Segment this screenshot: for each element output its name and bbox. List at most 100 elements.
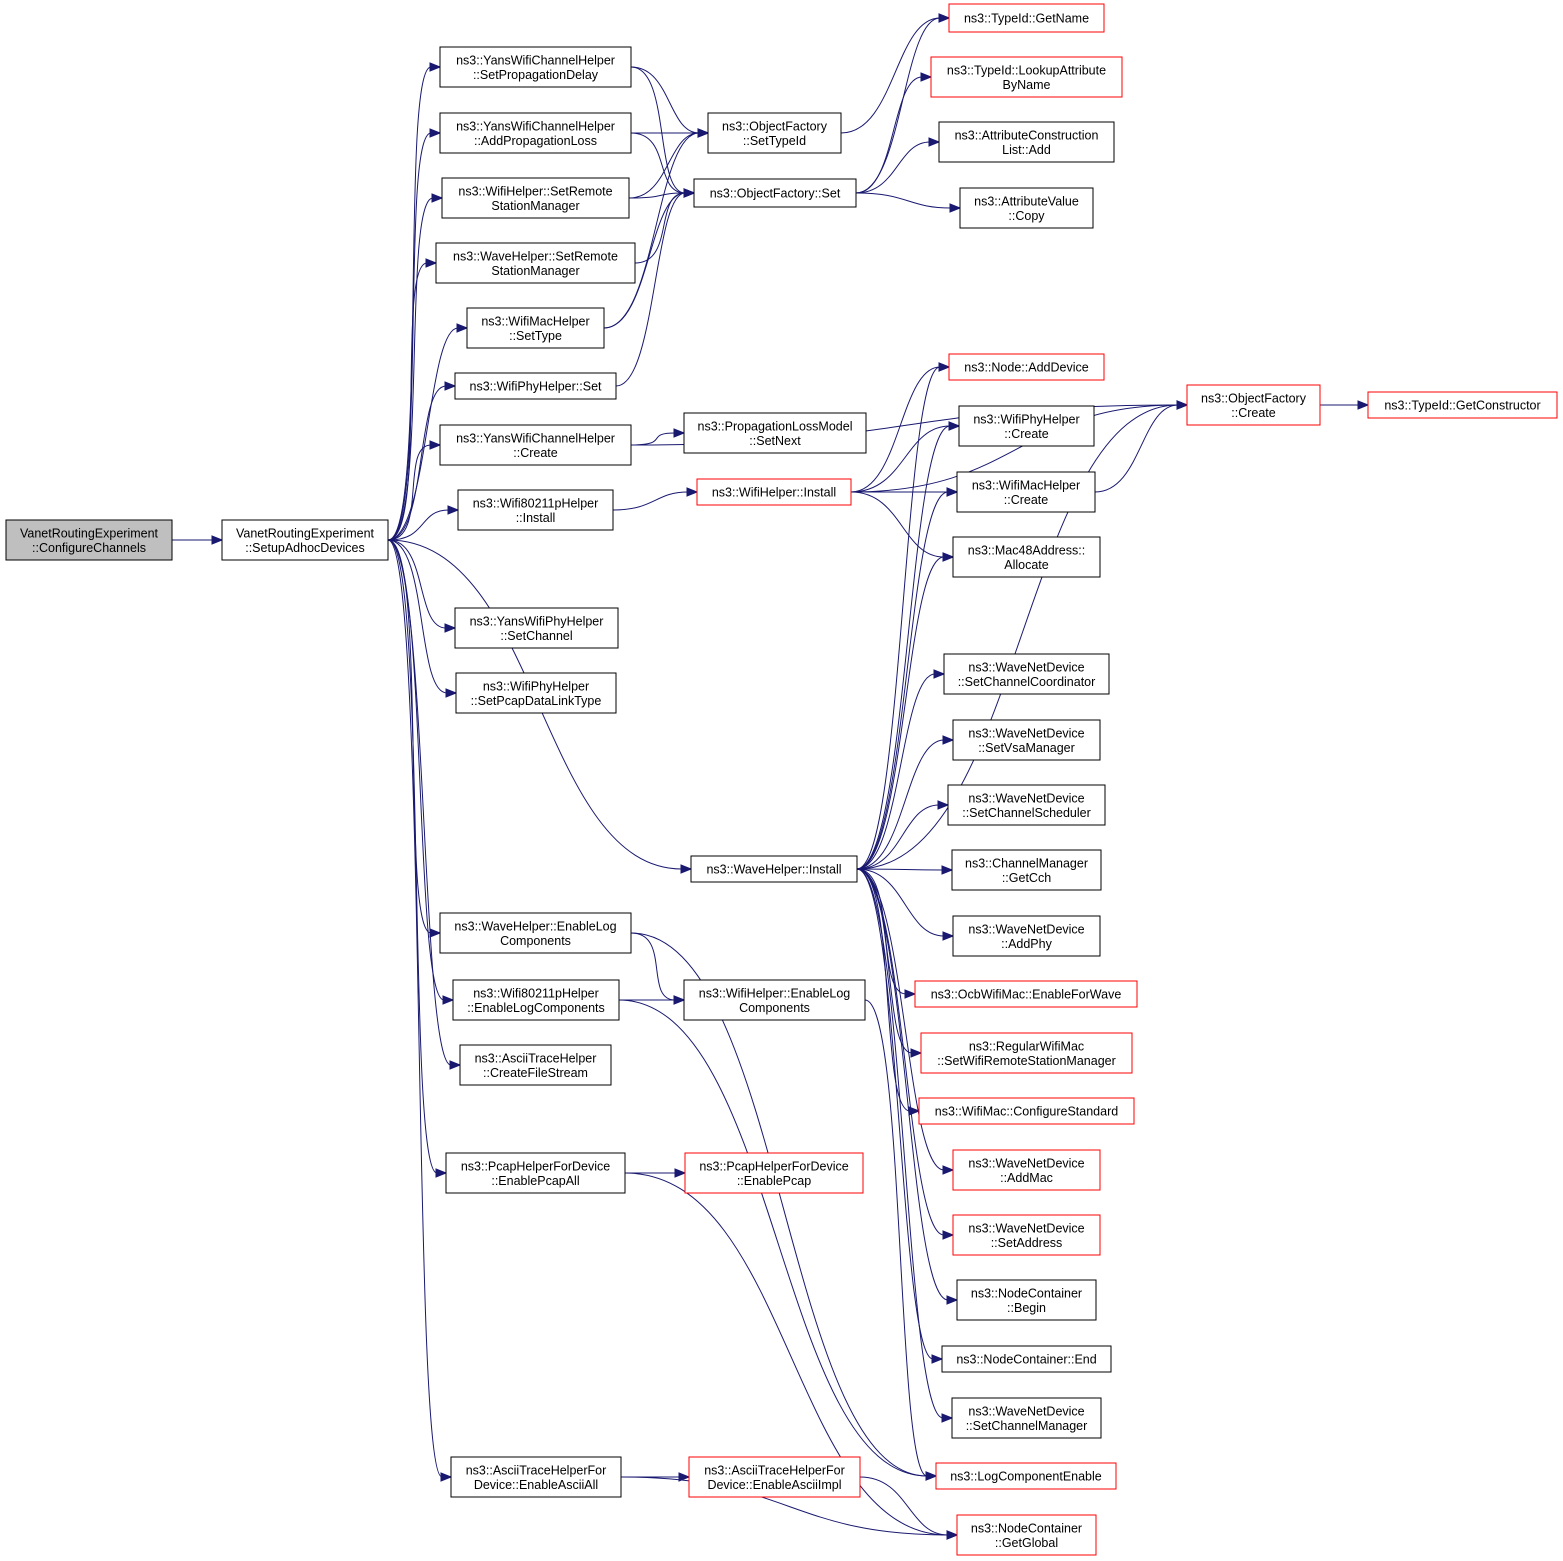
node-asciidev_impl[interactable]: ns3::AsciiTraceHelperForDevice::EnableAs… [688,1456,861,1498]
node-label: ::SetChannel [500,629,572,643]
edge-wave_setremote-to-of_set [634,188,696,264]
node-mac48_allocate[interactable]: ns3::Mac48Address::Allocate [952,536,1101,578]
node-wnd_setcc[interactable]: ns3::WaveNetDevice::SetChannelCoordinato… [943,653,1110,695]
node-box [5,519,173,561]
node-wifimac_settype[interactable]: ns3::WifiMacHelper::SetType [466,307,605,349]
node-wnd_setaddr[interactable]: ns3::WaveNetDevice::SetAddress [952,1214,1101,1256]
node-label: ::EnablePcapAll [491,1174,579,1188]
edge-setup-to-wifiphy_set [387,381,457,541]
node-pcapdev_all[interactable]: ns3::PcapHelperForDevice::EnablePcapAll [445,1152,626,1194]
node-box [439,912,632,954]
node-label: ns3::WifiPhyHelper::Set [470,380,603,394]
node-label: ::SetupAdhocDevices [245,541,365,555]
edge-setup-to-ascii_createfile [387,539,462,1070]
node-wnd_addphy[interactable]: ns3::WaveNetDevice::AddPhy [952,915,1101,957]
edge-w80211p_install-to-wifihelper_install [612,487,699,511]
node-box [459,1044,612,1086]
node-wnd_setvsa[interactable]: ns3::WaveNetDevice::SetVsaManager [952,719,1101,761]
node-yansphy_setchannel[interactable]: ns3::YansWifiPhyHelper::SetChannel [454,607,619,649]
node-box [683,412,867,454]
node-yans_addprop[interactable]: ns3::YansWifiChannelHelper::AddPropagati… [439,112,632,154]
edge-setup-to-yans_setprop [387,62,442,541]
node-wifimac_cfgstd[interactable]: ns3::WifiMac::ConfigureStandard [918,1097,1135,1125]
node-wifihelper_install[interactable]: ns3::WifiHelper::Install [696,478,852,506]
node-wavehelper_install[interactable]: ns3::WaveHelper::Install [690,855,858,883]
node-box [935,1462,1117,1490]
edge-setup-to-wifi_setremote [387,193,444,541]
edge-setup-to-yansphy_setchannel [387,539,457,633]
node-label: Device::EnableAsciiAll [474,1478,598,1492]
node-label: ByName [1003,78,1051,92]
node-label: ns3::WifiHelper::EnableLog [699,986,851,1000]
node-typeid_getname[interactable]: ns3::TypeId::GetName [948,3,1105,33]
edge-of_create-to-typeid_getctor [1320,400,1370,410]
node-box [696,478,852,506]
node-w80211p_install[interactable]: ns3::Wifi80211pHelper::Install [457,489,614,531]
node-box [688,1456,861,1498]
edge-wavehelper_install-to-of_create [856,400,1189,870]
node-wifiphy_set[interactable]: ns3::WifiPhyHelper::Set [454,372,617,400]
node-wifiphy_pcap[interactable]: ns3::WifiPhyHelper::SetPcapDataLinkType [455,672,617,714]
node-ocb_enable[interactable]: ns3::OcbWifiMac::EnableForWave [914,980,1138,1008]
node-label: Components [739,1001,810,1015]
node-box [439,112,632,154]
node-label: ns3::YansWifiChannelHelper [456,53,615,67]
node-box [952,1149,1101,1191]
node-box [943,653,1110,695]
node-wnd_setcs[interactable]: ns3::WaveNetDevice::SetChannelScheduler [947,784,1106,826]
node-nc_end[interactable]: ns3::NodeContainer::End [941,1345,1112,1373]
node-box [457,489,614,531]
node-asciidev_all[interactable]: ns3::AsciiTraceHelperForDevice::EnableAs… [450,1456,622,1498]
node-box [951,1397,1102,1439]
node-yans_setprop[interactable]: ns3::YansWifiChannelHelper::SetPropagati… [439,46,632,88]
node-setup[interactable]: VanetRoutingExperiment::SetupAdhocDevice… [221,519,389,561]
node-of_set[interactable]: ns3::ObjectFactory::Set [693,178,857,208]
edge-of_set-to-typeid_getname [855,13,951,194]
node-label: ::Create [1004,493,1049,507]
edge-setup-to-wave_enablelog [387,539,442,938]
node-box [455,672,617,714]
node-box [920,1032,1133,1074]
node-wnd_addmac[interactable]: ns3::WaveNetDevice::AddMac [952,1149,1101,1191]
node-label: ns3::AsciiTraceHelper [475,1051,597,1065]
node-typeid_getctor[interactable]: ns3::TypeId::GetConstructor [1367,391,1558,419]
node-label: ::GetGlobal [995,1536,1058,1550]
node-label: ns3::TypeId::GetName [964,12,1089,26]
node-wifihelper_enablelog[interactable]: ns3::WifiHelper::EnableLogComponents [683,979,866,1021]
node-of_settypeid[interactable]: ns3::ObjectFactory::SetTypeId [707,112,842,154]
node-wifimac_create[interactable]: ns3::WifiMacHelper::Create [956,471,1096,513]
node-box [930,56,1123,98]
node-node_adddevice[interactable]: ns3::Node::AddDevice [948,353,1105,381]
node-w80211p_enablelog[interactable]: ns3::Wifi80211pHelper::EnableLogComponen… [452,979,620,1021]
node-wifiphy_create[interactable]: ns3::WifiPhyHelper::Create [958,405,1095,447]
node-yans_create[interactable]: ns3::YansWifiChannelHelper::Create [439,424,632,466]
node-nc_getglobal[interactable]: ns3::NodeContainer::GetGlobal [956,1514,1097,1556]
node-cm_getcch[interactable]: ns3::ChannelManager::GetCch [951,849,1102,891]
node-proploss_setnext[interactable]: ns3::PropagationLossModel::SetNext [683,412,867,454]
node-wave_enablelog[interactable]: ns3::WaveHelper::EnableLogComponents [439,912,632,954]
node-box [454,372,617,400]
node-of_create[interactable]: ns3::ObjectFactory::Create [1186,384,1321,426]
node-nc_begin[interactable]: ns3::NodeContainer::Begin [956,1279,1097,1321]
node-root[interactable]: VanetRoutingExperiment::ConfigureChannel… [5,519,173,561]
node-box [454,607,619,649]
node-box [439,46,632,88]
node-attrval_copy[interactable]: ns3::AttributeValue::Copy [959,187,1094,229]
node-label: ::SetWifiRemoteStationManager [937,1054,1116,1068]
node-label: ns3::WaveHelper::SetRemote [453,249,618,263]
node-label: ::SetChannelScheduler [962,806,1091,820]
node-box [918,1097,1135,1125]
node-pcapdev_enable[interactable]: ns3::PcapHelperForDevice::EnablePcap [684,1152,864,1194]
node-box [435,242,636,284]
node-wnd_setcm[interactable]: ns3::WaveNetDevice::SetChannelManager [951,1397,1102,1439]
node-regmac_setrsm[interactable]: ns3::RegularWifiMac::SetWifiRemoteStatio… [920,1032,1133,1074]
node-box [452,979,620,1021]
node-log_enable[interactable]: ns3::LogComponentEnable [935,1462,1117,1490]
nodes-layer: VanetRoutingExperiment::ConfigureChannel… [5,3,1558,1556]
node-ascii_createfile[interactable]: ns3::AsciiTraceHelper::CreateFileStream [459,1044,612,1086]
edge-setup-to-wave_setremote [387,258,438,541]
